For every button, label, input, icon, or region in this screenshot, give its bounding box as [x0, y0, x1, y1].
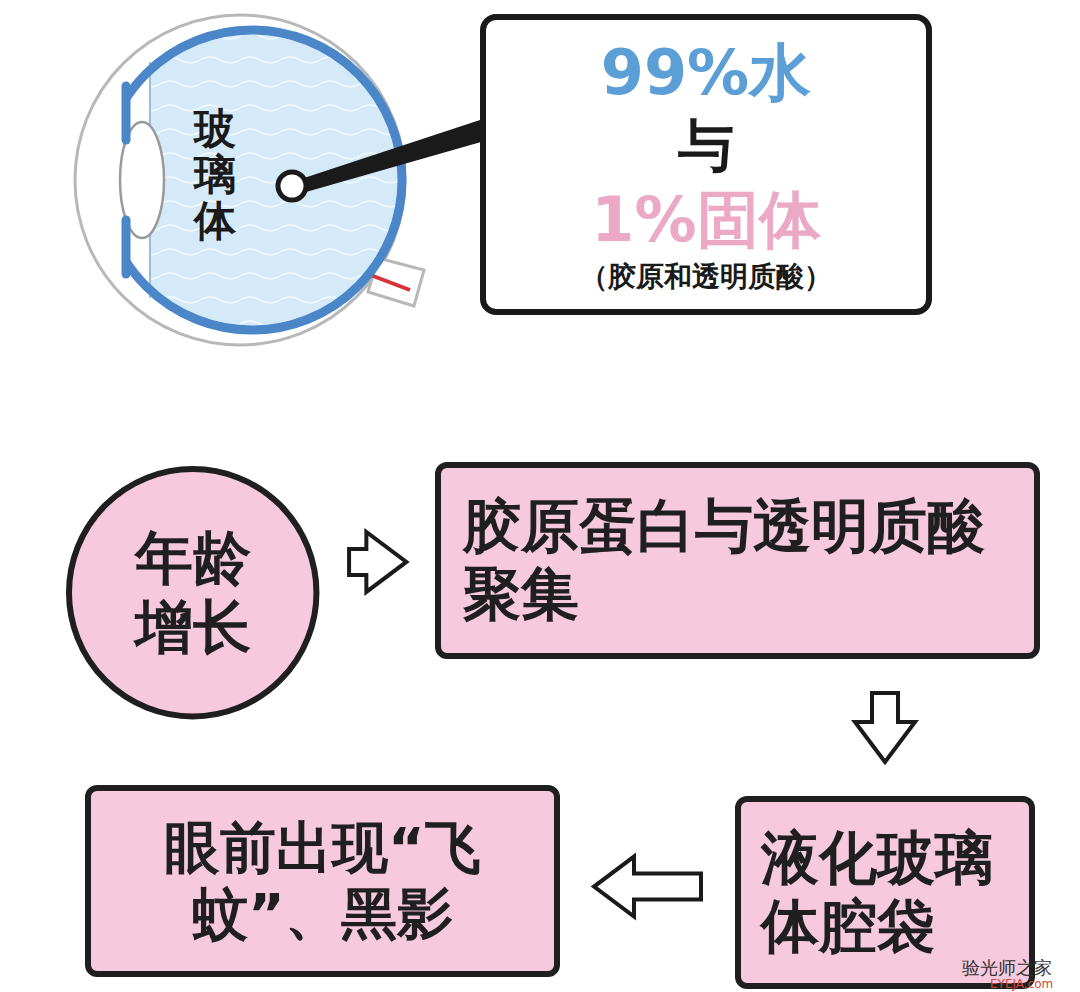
callout-point — [278, 172, 306, 200]
node-text: 年龄增长 — [132, 524, 254, 661]
callout-text: 1%固体 — [591, 183, 820, 256]
retina — [128, 30, 402, 330]
node-text: 眼前出现“飞蚊”、黑影 — [138, 815, 508, 947]
flow-arrow — [349, 532, 406, 592]
node-text: 液化玻璃体腔袋 — [761, 824, 1009, 961]
node-text: 胶原蛋白与透明质酸聚集 — [463, 492, 1012, 629]
process-box: 眼前出现“飞蚊”、黑影 — [85, 785, 560, 977]
start-circle: 年龄增长 — [65, 465, 320, 720]
iris — [122, 220, 131, 274]
circle-shape — [69, 469, 316, 716]
process-box: 胶原蛋白与透明质酸聚集 — [435, 462, 1040, 659]
part-label: 玻璃体 — [194, 106, 236, 245]
callout-text: （胶原和透明质酸） — [580, 260, 832, 293]
iris — [122, 86, 131, 140]
callout-box: 99%水与1%固体 （胶原和透明质酸） — [480, 14, 932, 315]
sclera — [75, 15, 405, 345]
callout-text: 99%水 — [601, 36, 811, 109]
flow-arrow — [855, 693, 915, 762]
watermark: 验光师之家 — [962, 956, 1052, 980]
flow-arrow — [594, 857, 701, 917]
callout-text: 与 — [678, 113, 734, 179]
vitreous-body — [150, 30, 402, 330]
watermark: EYEJA.com — [990, 977, 1053, 991]
callout-leader — [304, 118, 488, 192]
